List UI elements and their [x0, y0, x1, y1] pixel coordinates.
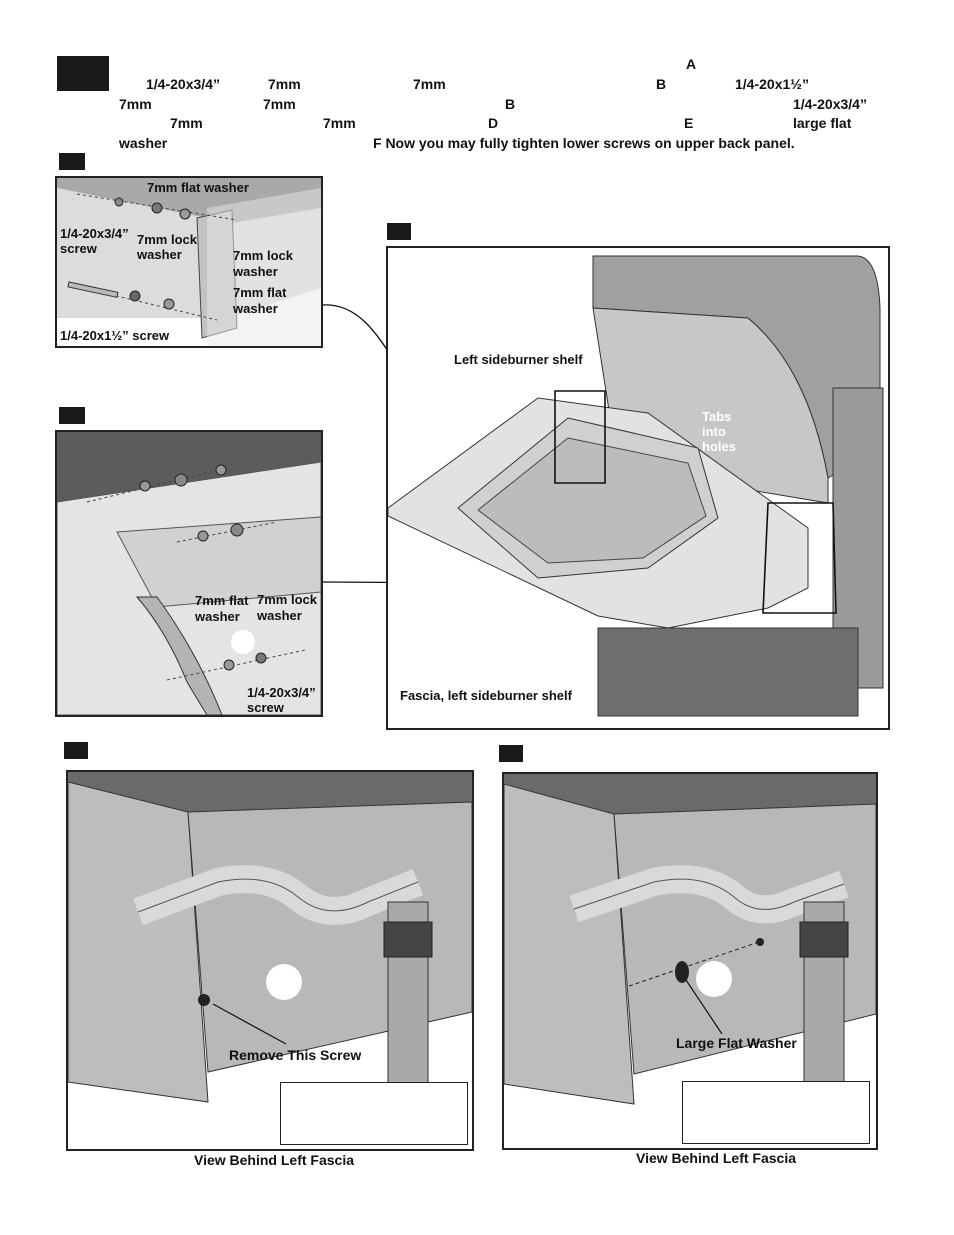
instr-screw-short: 1/4-20x3/4”	[793, 96, 867, 112]
label-into: into	[702, 424, 726, 439]
panel-b-drawing	[57, 432, 321, 715]
instr-screw-short: 1/4-20x3/4”	[146, 76, 220, 92]
step-number-chip	[57, 56, 109, 91]
instr-ref-b: B	[505, 96, 516, 112]
panel-e-chip	[499, 745, 523, 762]
panel-main-grill: Left sideburner shelf Tabs into holes Fa…	[386, 246, 890, 730]
instr-7mm: 7mm	[413, 76, 446, 92]
panel-d-caption: View Behind Left Fascia	[194, 1152, 355, 1168]
instr-step-f: F Now you may fully tighten lower screws…	[373, 135, 795, 151]
panel-b-hardware-detail: 7mm flat washer 7mm lock washer 1/4-20x3…	[55, 430, 323, 717]
instr-7mm: 7mm	[323, 115, 356, 131]
panel-d-note-box	[280, 1082, 468, 1145]
label-holes: holes	[702, 439, 736, 454]
panel-e-large-washer: Large Flat Washer	[502, 772, 878, 1150]
label-screw-word: screw	[60, 241, 97, 256]
panel-d-chip	[64, 742, 88, 759]
panel-a-hardware-detail: 7mm flat washer 1/4-20x3/4” screw 7mm lo…	[55, 176, 323, 348]
instr-7mm: 7mm	[263, 96, 296, 112]
panel-d-remove-screw: Remove This Screw	[66, 770, 474, 1151]
label-screw-long: 1/4-20x1½” screw	[60, 328, 170, 343]
panel-a-chip	[59, 153, 85, 170]
instr-ref-a: A	[686, 56, 697, 72]
instr-ref-e: E	[684, 115, 694, 131]
label-7mm-lock: 7mm lock	[257, 592, 317, 607]
panel-e-caption: View Behind Left Fascia	[636, 1150, 797, 1166]
label-7mm-flat-washer: 7mm flat washer	[147, 180, 249, 195]
instr-7mm: 7mm	[170, 115, 203, 131]
label-7mm-lock-washer-2: washer	[137, 247, 182, 262]
instr-7mm: 7mm	[268, 76, 301, 92]
label-7mm-flat-washer-b2: washer	[233, 301, 278, 316]
panel-main-chip	[387, 223, 411, 240]
instr-screw-long: 1/4-20x1½”	[735, 76, 809, 92]
panel-b-chip	[59, 407, 85, 424]
label-7mm-flat: 7mm flat	[195, 593, 249, 608]
label-7mm-lock-washer-b2: washer	[233, 264, 278, 279]
instr-ref-d: D	[488, 115, 499, 131]
label-7mm-lock-washer-b: 7mm lock	[233, 248, 293, 263]
panel-d-drawing	[68, 772, 472, 1133]
label-large-flat-washer: Large Flat Washer	[676, 1035, 797, 1051]
instr-ref-b: B	[656, 76, 667, 92]
instr-7mm: 7mm	[119, 96, 152, 112]
label-lock-washer: washer	[257, 608, 302, 623]
instr-large-flat: large flat	[793, 115, 852, 131]
label-screw-short: 1/4-20x3/4”	[247, 685, 316, 700]
label-flat-washer: washer	[195, 609, 240, 624]
label-tabs: Tabs	[702, 409, 732, 424]
label-fascia: Fascia, left sideburner shelf	[400, 688, 572, 703]
panel-e-drawing	[504, 774, 876, 1133]
label-7mm-flat-washer-b: 7mm flat	[233, 285, 287, 300]
panel-e-note-box	[682, 1081, 870, 1144]
label-7mm-lock-washer: 7mm lock	[137, 232, 197, 247]
label-screw-short: 1/4-20x3/4”	[60, 226, 129, 241]
instr-washer: washer	[119, 135, 168, 151]
panel-main-drawing	[388, 255, 884, 717]
label-left-sideburner-shelf: Left sideburner shelf	[454, 352, 583, 367]
label-screw-word: screw	[247, 700, 284, 715]
panel-a-drawing	[57, 178, 321, 346]
label-remove-screw: Remove This Screw	[229, 1047, 362, 1063]
